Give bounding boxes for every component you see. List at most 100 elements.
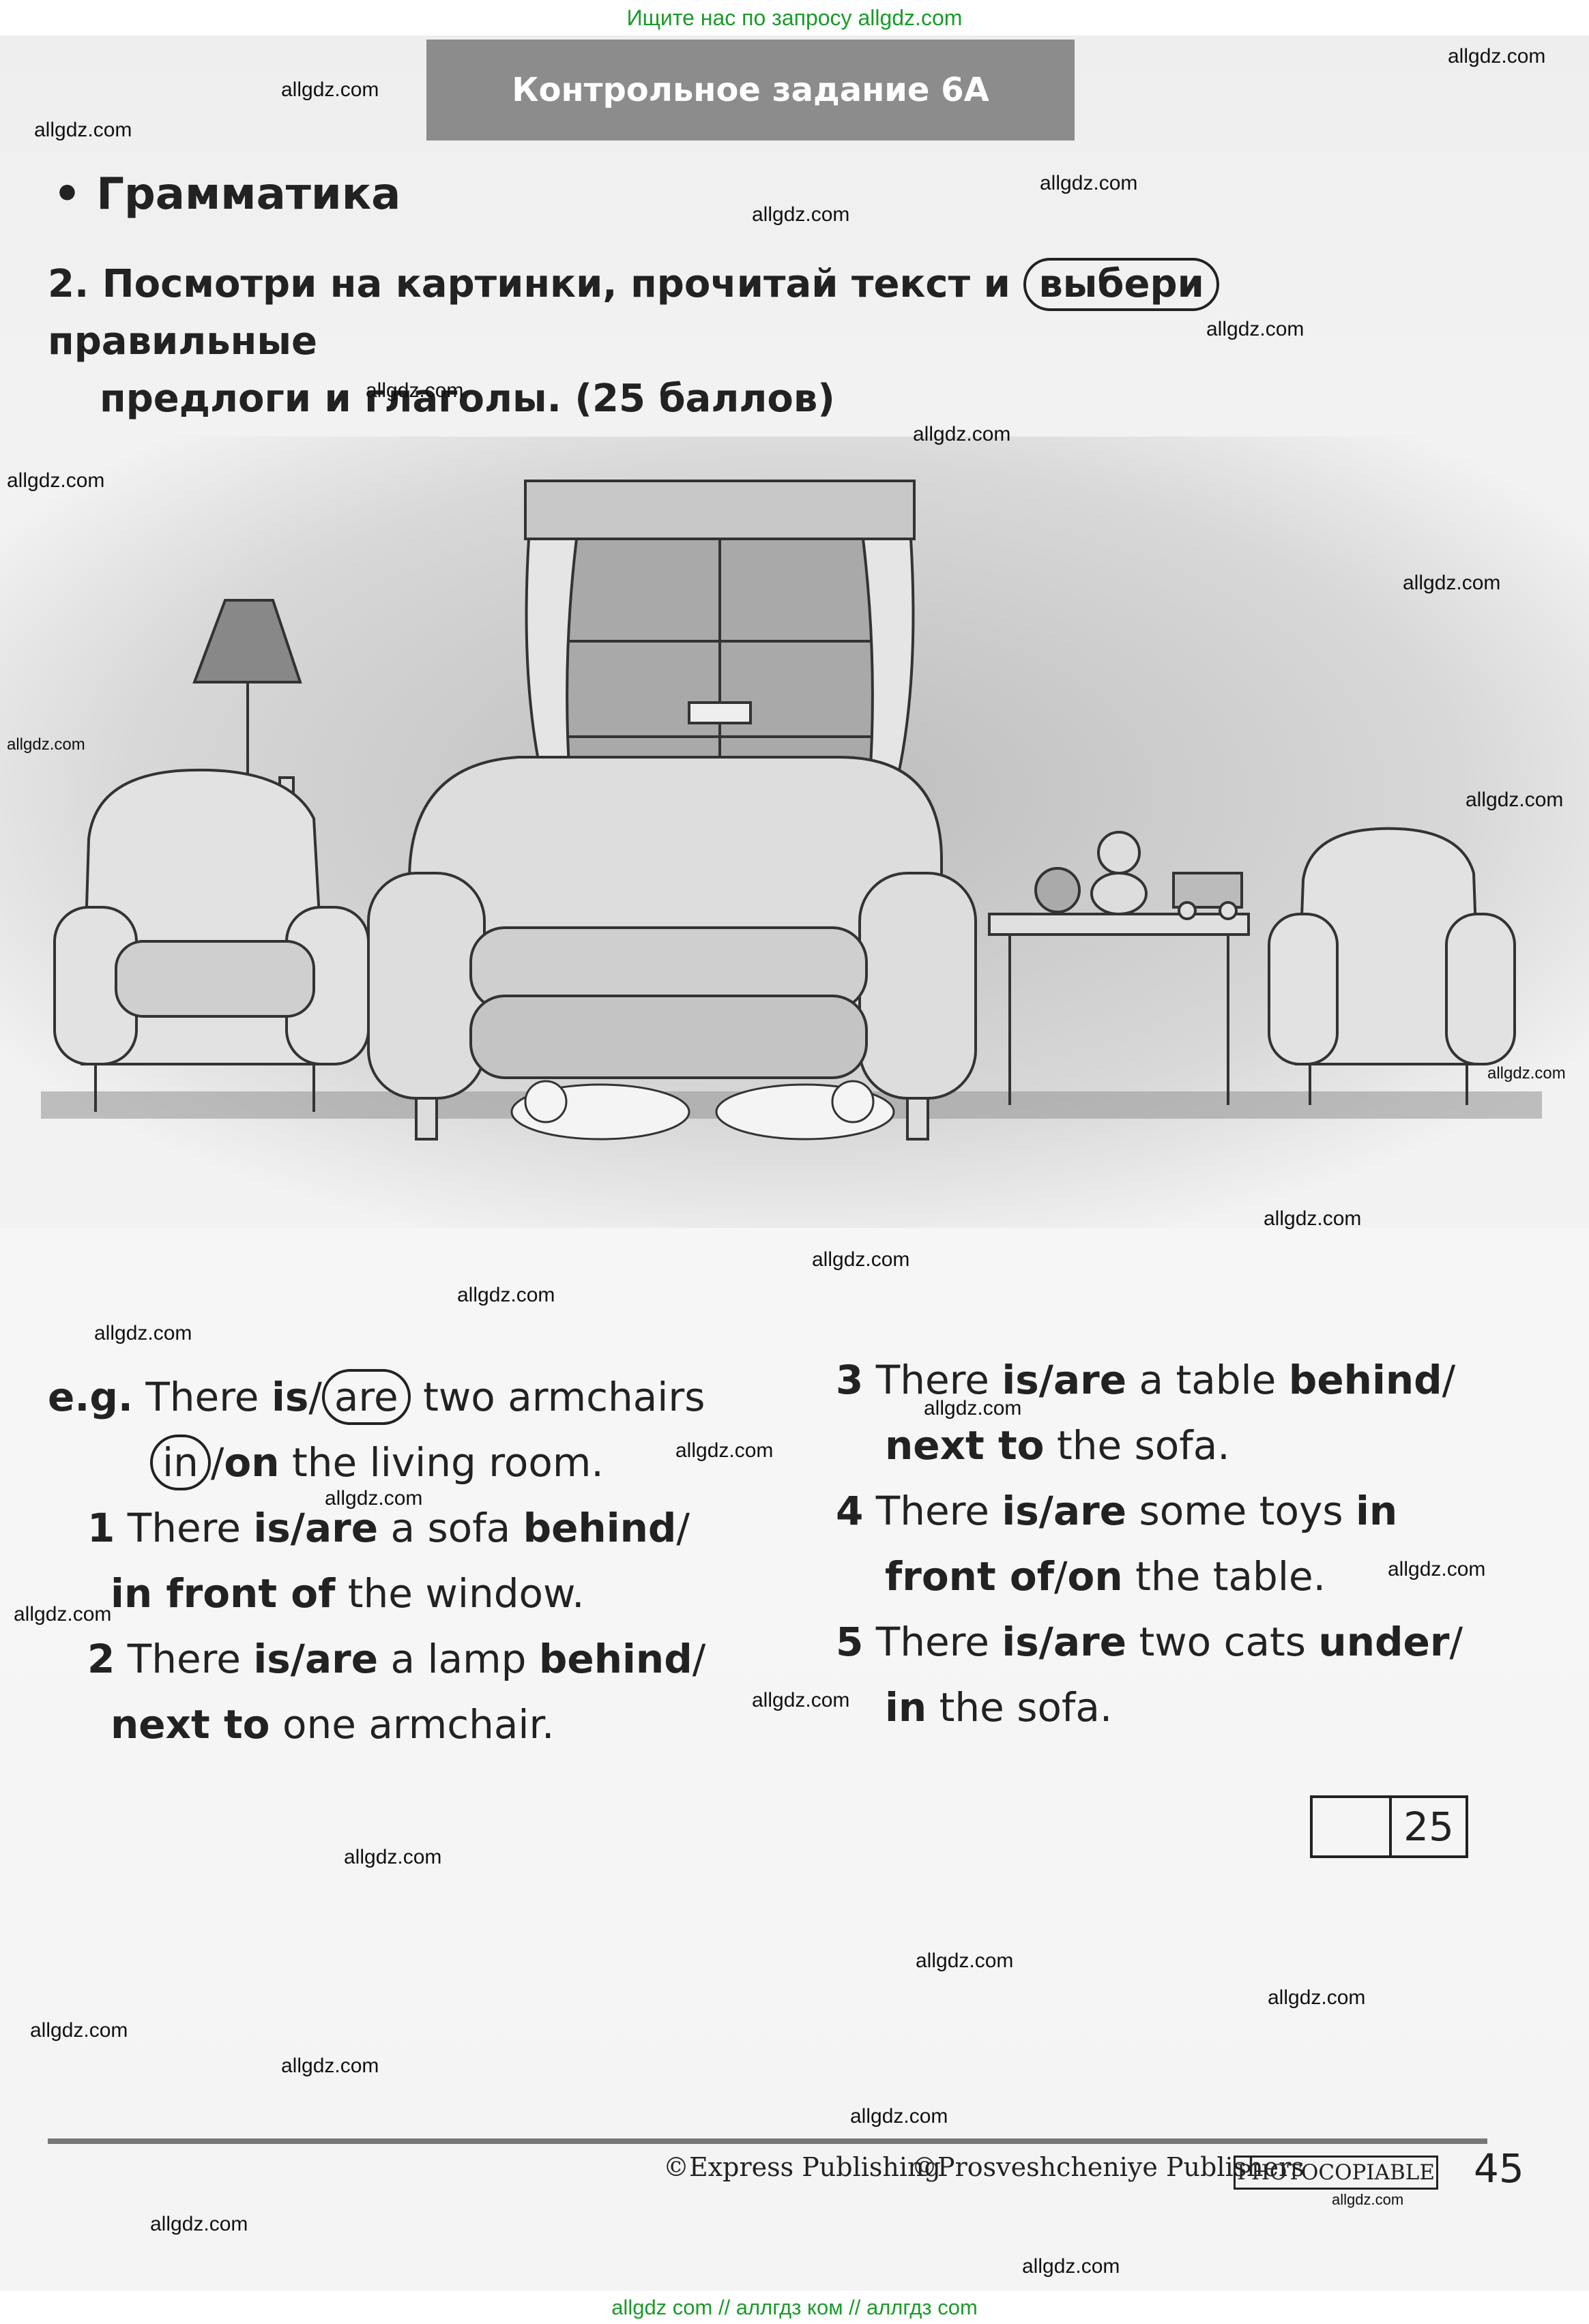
item-text: There <box>875 1619 1002 1665</box>
watermark: allgdz.com <box>752 1689 850 1711</box>
watermark: allgdz.com <box>1040 172 1138 194</box>
task-text-1: Посмотри на картинки, прочитай текст и <box>102 262 1010 306</box>
option-is[interactable]: is <box>271 1374 309 1420</box>
page-number: 45 <box>1474 2145 1524 2192</box>
option-front-of[interactable]: front of <box>885 1553 1054 1600</box>
option-behind[interactable]: behind <box>523 1505 677 1551</box>
option-behind[interactable]: behind <box>538 1636 693 1682</box>
option-next-to[interactable]: next to <box>885 1422 1045 1469</box>
circled-option-are[interactable]: are <box>321 1369 411 1425</box>
watermark: allgdz.com <box>150 2213 248 2235</box>
option-is-are[interactable]: is/are <box>1002 1488 1127 1534</box>
circled-option-in[interactable]: in <box>150 1435 211 1490</box>
task-number: 2. <box>48 262 89 306</box>
watermark: allgdz.com <box>1264 1207 1362 1230</box>
score-input-field[interactable] <box>1313 1798 1392 1855</box>
window <box>524 480 916 834</box>
item-text: the window. <box>335 1570 585 1617</box>
bottom-banner-link[interactable]: allgdz com // аллгдз ком // аллгдз com <box>0 2291 1589 2324</box>
item-text: a sofa <box>378 1505 523 1551</box>
watermark: allgdz.com <box>916 1950 1014 1972</box>
sofa <box>367 756 977 1141</box>
watermark: allgdz.com <box>812 1248 910 1271</box>
photocopiable-badge: PHOTOCOPIABLE <box>1234 2156 1438 2190</box>
option-in: in <box>162 1439 199 1486</box>
watermark: allgdz.com <box>850 2105 948 2128</box>
watermark: allgdz.com <box>366 379 464 402</box>
exercise-right-column: 3 There is/are a table behind/ next to t… <box>836 1347 1518 1740</box>
table-with-toys <box>988 831 1250 1105</box>
option-are: are <box>334 1374 398 1420</box>
option-under[interactable]: under <box>1318 1619 1450 1665</box>
option-behind[interactable]: behind <box>1288 1357 1442 1403</box>
watermark: allgdz.com <box>14 1603 112 1626</box>
item-text: a table <box>1126 1357 1289 1403</box>
right-armchair <box>1268 827 1516 1105</box>
section-title: • Грамматика <box>53 169 401 220</box>
item-text: There <box>875 1488 1002 1534</box>
option-is-are[interactable]: is/are <box>253 1505 379 1551</box>
exercise-item-2: 2 There is/are a lamp behind/ next to on… <box>48 1626 839 1757</box>
item-number: 4 <box>836 1488 864 1534</box>
item-text: a lamp <box>378 1636 539 1682</box>
item-number: 5 <box>836 1619 864 1665</box>
watermark: allgdz.com <box>1268 1986 1366 2009</box>
watermark: allgdz.com <box>1487 1064 1566 1083</box>
watermark: allgdz.com <box>1332 2191 1404 2208</box>
watermark: allgdz.com <box>281 78 379 101</box>
watermark: allgdz.com <box>344 1846 442 1868</box>
watermark: allgdz.com <box>675 1439 774 1462</box>
watermark: allgdz.com <box>924 1397 1022 1420</box>
watermark: allgdz.com <box>1206 318 1304 340</box>
example-item: e.g. There is/are two armchairs in/on th… <box>48 1364 839 1495</box>
option-is-are[interactable]: is/are <box>253 1636 379 1682</box>
slash: / <box>1449 1619 1463 1665</box>
score-box: 25 <box>1310 1795 1468 1858</box>
task-instruction: 2. Посмотри на картинки, прочитай текст … <box>48 256 1474 428</box>
item-number: e.g. <box>48 1374 133 1420</box>
option-in[interactable]: in <box>1356 1488 1398 1534</box>
watermark: allgdz.com <box>1403 572 1501 594</box>
watermark: allgdz.com <box>325 1487 423 1510</box>
task-text-2: правильные <box>48 319 317 364</box>
slash: / <box>676 1505 690 1551</box>
item-number: 2 <box>87 1636 115 1682</box>
left-armchair <box>53 768 370 1112</box>
item-text: two armchairs <box>410 1374 705 1420</box>
slash: / <box>308 1374 322 1420</box>
lamp <box>192 599 302 825</box>
top-banner-link[interactable]: Ищите нас по запросу allgdz.com <box>0 0 1589 35</box>
option-in-front-of[interactable]: in front of <box>111 1570 336 1617</box>
exercise-left-column: e.g. There is/are two armchairs in/on th… <box>48 1364 839 1757</box>
watermark: allgdz.com <box>1388 1558 1486 1580</box>
page-header-title: Контрольное задание 6A <box>426 40 1075 141</box>
option-on[interactable]: on <box>224 1439 280 1486</box>
exercise-item-1: 1 There is/are a sofa behind/ in front o… <box>48 1495 839 1626</box>
item-text: the living room. <box>279 1439 604 1486</box>
watermark: allgdz.com <box>30 2019 128 2042</box>
slash: / <box>1442 1357 1456 1403</box>
option-on[interactable]: on <box>1067 1553 1123 1600</box>
watermark: allgdz.com <box>1448 45 1546 68</box>
exercise-item-4: 4 There is/are some toys in front of/on … <box>836 1478 1518 1609</box>
two-cats <box>510 1080 895 1141</box>
option-in[interactable]: in <box>885 1684 927 1731</box>
watermark: allgdz.com <box>7 735 85 754</box>
living-room-illustration <box>0 437 1589 1228</box>
watermark: allgdz.com <box>913 423 1011 445</box>
item-text: two cats <box>1126 1619 1319 1665</box>
option-is-are[interactable]: is/are <box>1002 1619 1127 1665</box>
item-text: the sofa. <box>1044 1422 1230 1469</box>
item-text: There <box>127 1505 254 1551</box>
option-next-to[interactable]: next to <box>111 1701 270 1748</box>
item-text: one armchair. <box>269 1701 555 1748</box>
exercise-item-3: 3 There is/are a table behind/ next to t… <box>836 1347 1518 1478</box>
watermark: allgdz.com <box>752 203 850 226</box>
option-is-are[interactable]: is/are <box>1002 1357 1127 1403</box>
watermark: allgdz.com <box>94 1322 192 1344</box>
slash: / <box>692 1636 706 1682</box>
footer-publisher-1: ©Express Publishing <box>663 2152 941 2182</box>
item-text: There <box>145 1374 272 1420</box>
max-score: 25 <box>1403 1804 1454 1850</box>
